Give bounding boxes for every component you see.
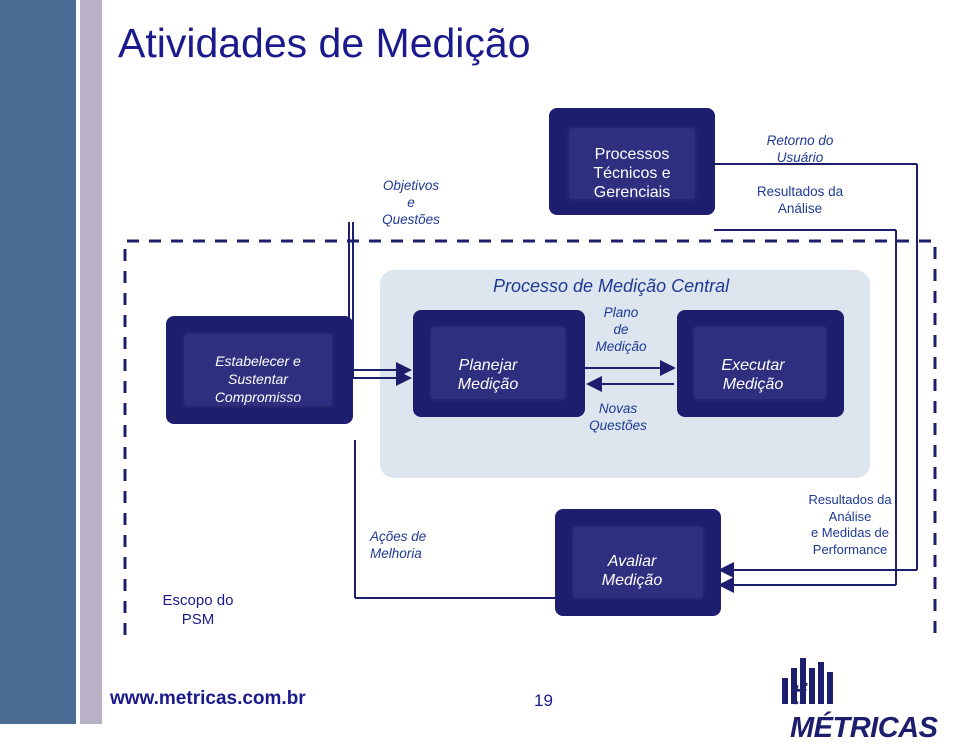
scope-boundary: [123, 239, 937, 635]
box-planejar-inner: [429, 325, 567, 401]
box-executar-inner: [692, 325, 828, 401]
label-resultados-top: Resultados da Análise: [756, 184, 844, 216]
label-escopo: Escopo do PSM: [162, 592, 234, 628]
central-process-title: Processo de Medição Central: [493, 276, 730, 296]
box-executar-text: Executar Medição: [721, 357, 785, 393]
left-stripe-dark: [0, 0, 76, 724]
box-estabelecer-inner: [182, 332, 334, 408]
box-avaliar-inner: [571, 525, 705, 600]
logo-bars: [782, 658, 833, 704]
footer-url: www.metricas.com.br: [110, 688, 306, 709]
label-plano: Plano de Medição: [595, 305, 647, 354]
left-stripe-light: [80, 0, 102, 724]
label-acoes: Ações de Melhoria: [370, 529, 427, 561]
page-number: 19: [534, 691, 553, 710]
label-objetivos: Objetivos e Questões: [382, 178, 440, 227]
label-retorno: Retorno do Usuário: [766, 133, 834, 165]
page-title: Atividades de Medição: [118, 20, 531, 66]
logo-text: ti MÉTRICAS: [790, 679, 938, 744]
box-processos-inner: [567, 126, 697, 201]
box-processos-text: Processos Técnicos e Gerenciais: [593, 146, 671, 201]
box-estabelecer-text: Estabelecer e Sustentar Compromisso: [214, 353, 302, 405]
box-avaliar-text: Avaliar Medição: [601, 553, 663, 589]
label-novas: Novas Questões: [589, 401, 647, 433]
label-resultados-bottom: Resultados da Análise e Medidas de Perfo…: [808, 492, 892, 557]
box-planejar-text: Planejar Medição: [457, 357, 519, 393]
